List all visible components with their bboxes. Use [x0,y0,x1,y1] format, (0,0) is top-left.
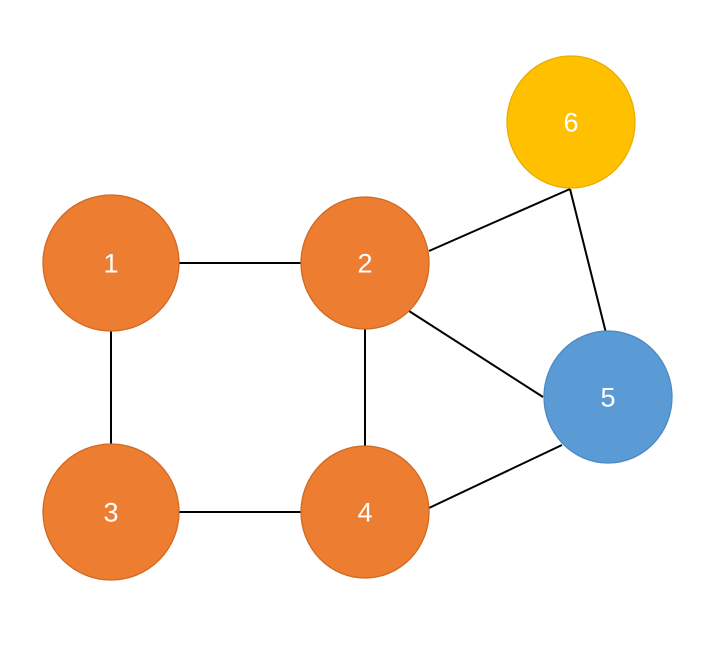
node-2[interactable]: 2 [300,196,430,330]
node-4[interactable]: 4 [300,445,430,579]
node-3[interactable]: 3 [42,443,180,581]
edges-layer [110,188,607,513]
node-4-shape[interactable] [300,445,430,579]
node-2-shape[interactable] [300,196,430,330]
node-3-shape[interactable] [42,443,180,581]
node-5-shape[interactable] [543,330,673,464]
node-5[interactable]: 5 [543,330,673,464]
edge-4-5[interactable] [428,444,563,509]
node-1-shape[interactable] [42,194,180,332]
edge-2-6[interactable] [428,188,571,252]
node-6-shape[interactable] [506,55,636,189]
edge-6-5[interactable] [569,188,607,334]
node-6[interactable]: 6 [506,55,636,189]
node-1[interactable]: 1 [42,194,180,332]
edge-2-5[interactable] [408,310,544,398]
